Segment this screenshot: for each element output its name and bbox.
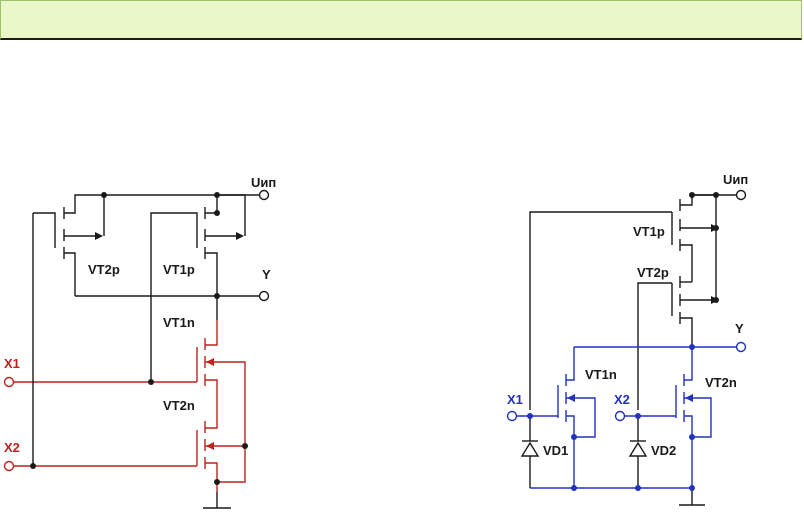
left-x1-label: X1	[4, 356, 20, 371]
right-x1-terminal	[506, 410, 518, 422]
right-vd1-diode	[520, 416, 540, 488]
left-x2-terminal	[3, 460, 15, 472]
left-supply-label: Uип	[251, 175, 276, 190]
left-vt2p-label: VT2p	[88, 262, 120, 277]
right-vt1p-label: VT1p	[633, 224, 665, 239]
left-output-terminal	[258, 290, 270, 302]
right-vt1p-gate-wire	[529, 211, 672, 410]
right-vt2p-label: VT2p	[637, 265, 669, 280]
header-bar	[0, 0, 802, 40]
left-vt1p-transistor	[150, 194, 246, 382]
left-vt1n-label: VT1n	[163, 315, 195, 330]
right-vt2p-transistor	[671, 276, 719, 347]
right-vd1-label: VD1	[543, 443, 568, 458]
right-x2-terminal	[614, 410, 626, 422]
right-vt2p-gate-wire	[637, 282, 672, 410]
left-x1-terminal	[3, 376, 15, 388]
right-vd2-label: VD2	[651, 443, 676, 458]
right-x1-label: X1	[507, 392, 523, 407]
left-output-label: Y	[262, 267, 271, 282]
left-nmos-stack	[196, 320, 246, 492]
right-vt1n-transistor	[557, 347, 596, 488]
right-x2-label: X2	[614, 392, 630, 407]
left-x2-label: X2	[4, 440, 20, 455]
right-vt1p-transistor	[671, 194, 719, 300]
left-supply-terminal	[258, 189, 270, 201]
right-vd2-diode	[628, 416, 648, 488]
right-supply-label: Uип	[723, 172, 748, 187]
right-output-terminal	[735, 341, 747, 353]
right-vt2n-transistor	[675, 347, 712, 488]
left-vt1p-label: VT1p	[163, 262, 195, 277]
right-supply-terminal	[735, 189, 747, 201]
left-ground-icon	[203, 492, 231, 509]
right-vt2n-label: VT2n	[705, 375, 737, 390]
right-vt1n-label: VT1n	[585, 367, 617, 382]
left-circuit: Uип Y X1 X2 VT2p VT1p VT1n VT2n	[3, 175, 276, 509]
left-vt2n-label: VT2n	[163, 398, 195, 413]
right-circuit: Uип Y X1 X2 VT1p VT2p VT1n VT2n VD1 VD2	[506, 172, 748, 506]
left-vt2p-transistor	[33, 194, 105, 296]
right-output-label: Y	[735, 321, 744, 336]
